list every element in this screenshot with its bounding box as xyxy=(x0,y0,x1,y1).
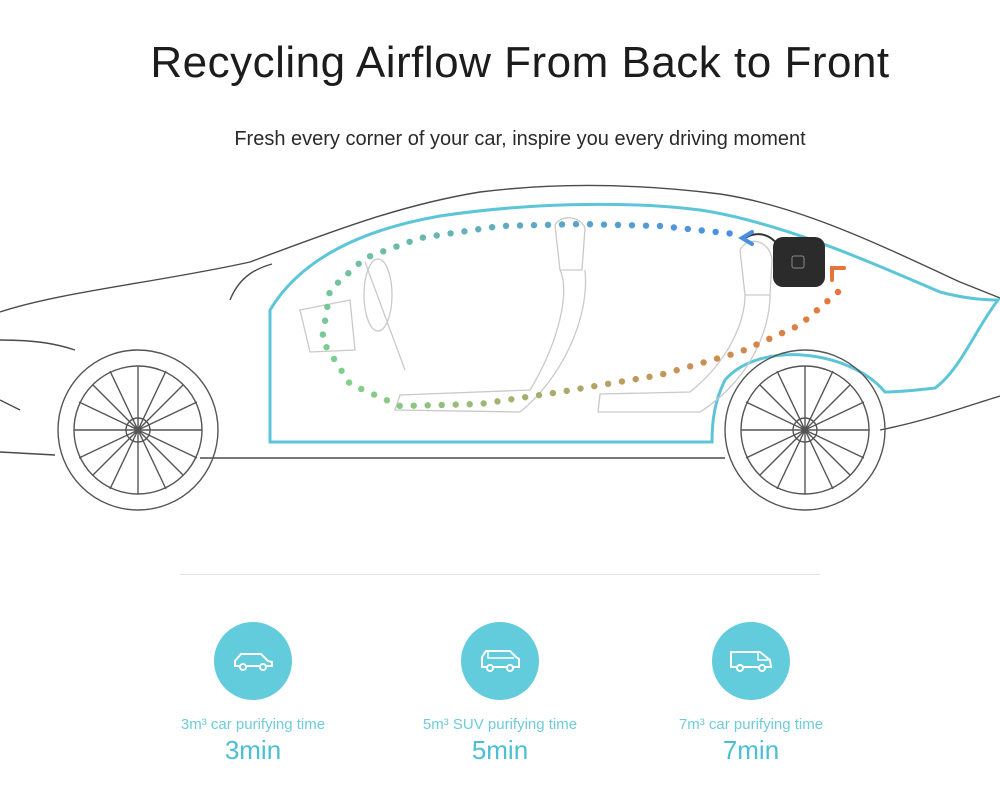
section-divider xyxy=(180,574,820,575)
airflow-dot xyxy=(686,363,694,370)
airflow-dot xyxy=(358,385,365,393)
stat-value: 7min xyxy=(722,735,780,765)
airflow-dot xyxy=(577,385,584,392)
airflow-dot xyxy=(321,317,329,324)
airflow-dot xyxy=(698,227,705,234)
airflow-dot xyxy=(345,270,352,277)
airflow-dot xyxy=(323,343,330,351)
airflow-dot xyxy=(475,226,482,233)
airflow-dot xyxy=(338,367,345,374)
airflow-intake-arrow xyxy=(830,266,846,282)
airflow-dot xyxy=(712,228,719,236)
airflow-dot xyxy=(396,402,403,410)
airflow-dot xyxy=(461,228,468,235)
airflow-dot xyxy=(370,391,378,398)
airflow-dot xyxy=(355,260,362,267)
airflow-dot xyxy=(535,391,543,399)
airflow-dot xyxy=(753,341,760,348)
airflow-dot xyxy=(618,378,626,385)
airflow-dot xyxy=(549,389,557,397)
stat-suv: 5m³ SUV purifying time 5min xyxy=(380,622,620,766)
airflow-dot xyxy=(530,221,538,229)
airflow-dot xyxy=(673,367,680,374)
airflow-dot xyxy=(766,335,773,343)
airflow-dot xyxy=(452,401,459,408)
airflow-dot xyxy=(516,222,524,229)
van-icon xyxy=(712,622,790,700)
airflow-dot xyxy=(713,355,721,362)
airflow-dot xyxy=(488,223,496,231)
page-subtitle: Fresh every corner of your car, inspire … xyxy=(234,128,806,150)
airflow-dot xyxy=(778,329,786,337)
airflow-dot xyxy=(494,398,501,405)
airflow-dot xyxy=(726,230,733,237)
airflow-dot xyxy=(614,221,622,229)
stat-label: 5m³ SUV purifying time xyxy=(422,716,578,733)
airflow-dot xyxy=(410,402,417,409)
interior-seats xyxy=(299,217,773,413)
airflow-dot xyxy=(791,324,799,331)
airflow-dot xyxy=(424,402,431,409)
airflow-dot xyxy=(345,379,353,386)
airflow-dot xyxy=(646,373,653,380)
rear-wheel xyxy=(724,349,886,511)
airflow-dot xyxy=(813,307,821,314)
airflow-dot xyxy=(334,279,342,286)
airflow-dot xyxy=(642,222,650,229)
airflow-dot xyxy=(366,252,374,260)
airflow-dot xyxy=(324,303,331,311)
airflow-exit-arrow xyxy=(738,230,754,246)
airflow-dot xyxy=(521,394,529,401)
airflow-dot xyxy=(380,248,387,255)
airflow-dot xyxy=(393,243,400,250)
airflow-dot xyxy=(591,382,598,390)
stat-value: 3min xyxy=(224,735,282,765)
airflow-dot xyxy=(628,222,636,229)
airflow-dot xyxy=(740,347,747,354)
suv-icon xyxy=(461,622,539,700)
car-body-outline xyxy=(0,184,1000,459)
airflow-dot xyxy=(700,359,707,366)
airflow-dot xyxy=(330,355,338,363)
airflow-dots xyxy=(319,220,842,410)
airflow-dot xyxy=(466,401,473,408)
front-wheel xyxy=(57,349,219,511)
airflow-dot xyxy=(508,396,515,403)
airflow-dot xyxy=(433,232,440,239)
airflow-dot xyxy=(656,222,664,230)
stat-car: 3m³ car purifying time 3min xyxy=(133,622,373,766)
airflow-dot xyxy=(604,380,612,388)
airflow-dot xyxy=(834,288,842,296)
airflow-dot xyxy=(727,351,734,358)
airflow-dot xyxy=(438,401,445,409)
airflow-dot xyxy=(319,331,327,338)
airflow-dot xyxy=(632,375,639,383)
airflow-dot xyxy=(563,387,570,395)
airflow-dot xyxy=(326,289,333,297)
airflow-dot xyxy=(572,220,580,228)
airflow-dot xyxy=(660,370,667,378)
car-icon xyxy=(214,622,292,700)
car-airflow-illustration xyxy=(0,184,1000,511)
airflow-dot xyxy=(544,221,552,228)
airflow-dot xyxy=(406,238,413,245)
airflow-dot xyxy=(447,230,454,237)
airflow-dot xyxy=(502,222,510,230)
stat-label: 3m³ car purifying time xyxy=(180,716,326,733)
airflow-dot xyxy=(480,400,487,407)
airflow-dot xyxy=(419,234,427,241)
stat-value: 5min xyxy=(471,735,529,765)
airflow-dot xyxy=(600,221,608,228)
stat-label: 7m³ car purifying time xyxy=(678,716,824,733)
cabin-outline xyxy=(268,202,1000,444)
airflow-dot xyxy=(670,224,678,231)
airflow-dot xyxy=(383,397,391,404)
airflow-dot xyxy=(684,225,692,233)
airflow-dot xyxy=(558,221,566,228)
airflow-dot xyxy=(803,316,810,323)
page-title: Recycling Airflow From Back to Front xyxy=(150,38,890,87)
airflow-dot xyxy=(824,297,831,305)
airflow-dot xyxy=(586,221,594,228)
stat-van: 7m³ car purifying time 7min xyxy=(631,622,871,766)
